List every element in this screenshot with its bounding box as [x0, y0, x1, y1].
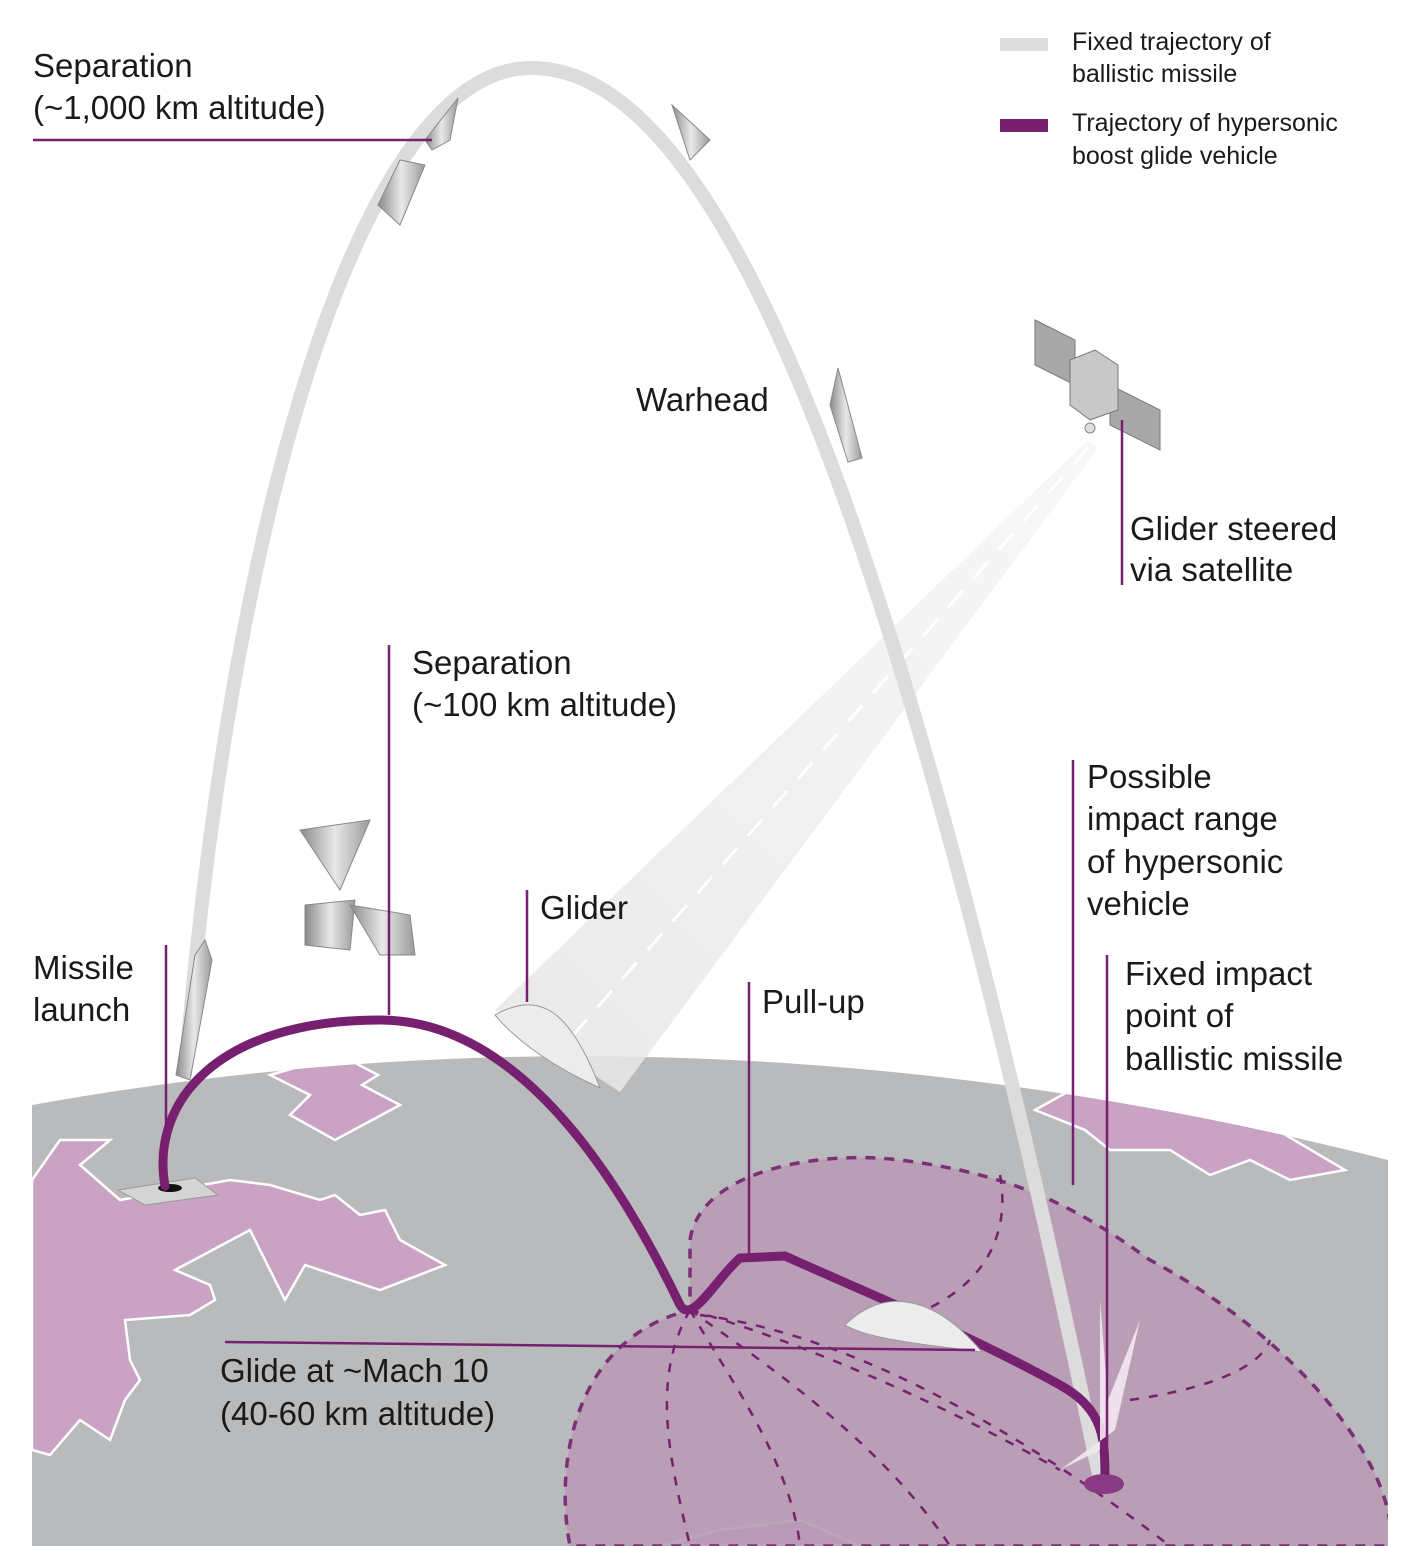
- ballistic-trajectory: [178, 60, 1107, 1482]
- missile-stages: [175, 97, 863, 1081]
- warhead-icon: [829, 367, 863, 463]
- label-range-line2: impact range: [1087, 800, 1278, 837]
- impact-point: [1084, 1474, 1124, 1494]
- explosion-icon: [1060, 1300, 1140, 1470]
- label-separation-100-line1: Separation: [412, 644, 572, 681]
- legend-ballistic-line2: ballistic missile: [1072, 60, 1237, 88]
- label-range-line1: Possible: [1087, 758, 1212, 795]
- landmass: [32, 1138, 448, 1457]
- label-range-line3: of hypersonic: [1087, 843, 1283, 880]
- label-launch-line1: Missile: [33, 949, 134, 986]
- label-launch-line2: launch: [33, 991, 130, 1028]
- label-separation-100-line2: (~100 km altitude): [412, 686, 677, 723]
- label-fixed-impact-line1: Fixed impact: [1125, 955, 1312, 992]
- label-warhead: Warhead: [636, 381, 769, 418]
- legend-ballistic-line1: Fixed trajectory of: [1072, 28, 1271, 56]
- label-glider: Glider: [540, 889, 628, 926]
- legend-swatch-ballistic: [1000, 38, 1048, 51]
- label-fixed-impact-line3: ballistic missile: [1125, 1040, 1343, 1077]
- missile-icon: [175, 938, 213, 1081]
- label-pullup: Pull-up: [762, 983, 865, 1020]
- label-separation-1000-line1: Separation: [33, 47, 193, 84]
- label-satellite-line2: via satellite: [1130, 551, 1293, 588]
- satellite-beam: [495, 440, 1098, 1092]
- earth-surface: [32, 1056, 1388, 1546]
- label-separation-1000-line2: (~1,000 km altitude): [33, 89, 326, 126]
- label-glide-line1: Glide at ~Mach 10: [220, 1352, 489, 1389]
- legend-hypersonic-line2: boost glide vehicle: [1072, 142, 1278, 170]
- legend-hypersonic-line1: Trajectory of hypersonic: [1072, 109, 1338, 137]
- label-glide-line2: (40-60 km altitude): [220, 1395, 495, 1432]
- satellite-icon: [1034, 319, 1161, 451]
- legend-swatch-hypersonic: [1000, 119, 1048, 132]
- hypersonic-trajectory: [158, 1015, 1110, 1487]
- glider-icon: [844, 1300, 984, 1353]
- legend: Fixed trajectory of ballistic missile Tr…: [1000, 28, 1338, 170]
- glider-icon: [494, 1004, 601, 1089]
- leader-lines: [33, 138, 1124, 1475]
- label-fixed-impact-line2: point of: [1125, 997, 1234, 1034]
- label-range-line4: vehicle: [1087, 885, 1190, 922]
- label-satellite-line1: Glider steered: [1130, 510, 1337, 547]
